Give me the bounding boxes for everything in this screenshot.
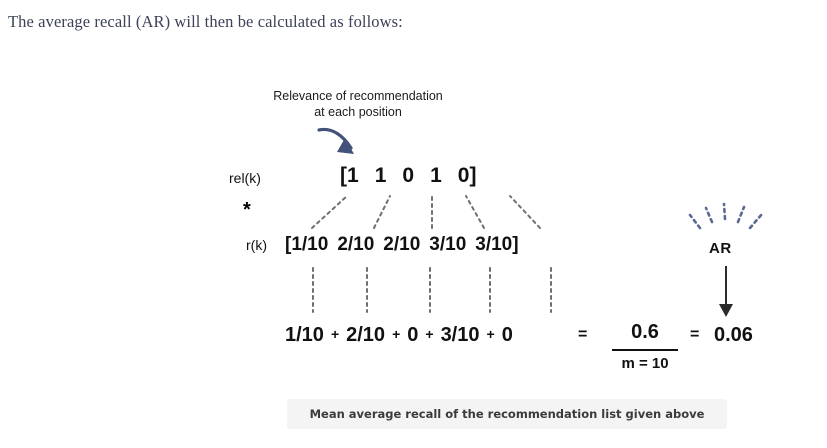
sum-term-2: 0 xyxy=(407,324,419,346)
rel-k-row-label: rel(k) xyxy=(229,170,261,186)
relevance-curved-arrow-icon xyxy=(317,127,354,154)
r-k-value-2: 2/10 xyxy=(383,234,421,255)
rel-k-value-0: 1 xyxy=(347,164,359,187)
r-k-value-3: 3/10 xyxy=(429,234,467,255)
average-recall-fraction: 0.6 m = 10 xyxy=(612,320,678,373)
sum-term-4: 0 xyxy=(501,324,513,346)
summation-row: 1/10 +2/10 +0 +3/10 +0 xyxy=(285,324,513,347)
ar-sparkle-rays-icon xyxy=(688,202,764,230)
ar-down-arrow-icon xyxy=(719,266,733,317)
sum-operator-3: + xyxy=(486,326,495,342)
equals-sign-1: = xyxy=(578,326,588,343)
relevance-annotation-line-1: Relevance of recommendation xyxy=(273,89,443,103)
r-k-value-1: 2/10 xyxy=(337,234,375,255)
sum-operator-2: + xyxy=(425,326,434,342)
r-k-array: [1/10 2/10 2/10 3/10 3/10] xyxy=(285,234,519,256)
intro-paragraph: The average recall (AR) will then be cal… xyxy=(8,12,403,31)
rel-k-value-1: 1 xyxy=(374,164,387,187)
fraction-bar xyxy=(612,349,678,351)
sum-operator-0: + xyxy=(330,326,340,342)
multiplication-operator: * xyxy=(243,199,251,221)
r-k-value-4: 3/10 xyxy=(475,234,513,255)
rel-k-value-2: 0 xyxy=(402,164,415,187)
figure-caption-bar: Mean average recall of the recommendatio… xyxy=(287,399,727,429)
ar-result-value: 0.06 xyxy=(714,324,753,346)
fraction-denominator: m = 10 xyxy=(621,355,669,372)
r-k-value-0: 1/10 xyxy=(291,234,329,255)
r-k-close-bracket: ] xyxy=(512,234,519,255)
ar-label: AR xyxy=(709,240,732,257)
r-k-row-label: r(k) xyxy=(246,237,267,253)
figure-caption-text: Mean average recall of the recommendatio… xyxy=(309,407,705,421)
equals-sign-2: = xyxy=(690,326,700,343)
sum-operator-1: + xyxy=(392,326,401,342)
rel-k-value-4: 0 xyxy=(457,164,470,187)
rel-k-close-bracket: ] xyxy=(469,164,477,187)
relevance-annotation-caption: Relevance of recommendation at each posi… xyxy=(253,88,463,120)
relevance-annotation-line-2: at each position xyxy=(314,105,402,119)
sum-term-3: 3/10 xyxy=(440,324,480,346)
fraction-numerator: 0.6 xyxy=(631,321,659,343)
dotted-fan-connectors xyxy=(311,195,541,229)
rel-k-value-3: 1 xyxy=(430,164,442,187)
sum-term-1: 2/10 xyxy=(346,324,386,346)
rel-k-open-bracket: [ xyxy=(340,164,347,187)
sum-term-0: 1/10 xyxy=(285,324,324,346)
dotted-vertical-connectors xyxy=(312,267,552,313)
r-k-open-bracket: [ xyxy=(285,234,292,255)
